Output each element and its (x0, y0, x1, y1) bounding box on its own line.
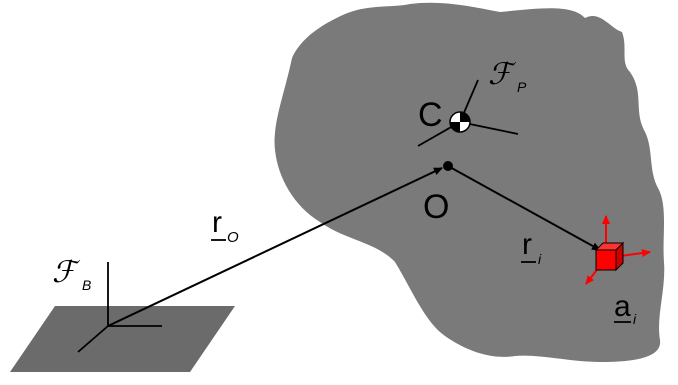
svg-text:a: a (614, 290, 631, 323)
label-centroid: C (418, 96, 443, 134)
label-vector-r-o: r O (211, 206, 239, 246)
svg-text:B: B (82, 277, 91, 293)
svg-text:i: i (538, 251, 542, 267)
svg-text:i: i (633, 311, 637, 327)
svg-text:r: r (212, 206, 222, 239)
label-base-frame: ℱ B (52, 255, 91, 293)
label-attachment-point: a i (614, 290, 637, 327)
vector-r-o (107, 167, 443, 327)
svg-text:ℱ: ℱ (52, 255, 81, 290)
label-origin: O (423, 188, 449, 226)
svg-text:P: P (517, 79, 527, 95)
vector-r-i (447, 165, 601, 251)
label-vector-r-i: r i (521, 228, 542, 267)
attachment-point-icon (585, 215, 651, 285)
svg-text:r: r (522, 228, 532, 261)
base-frame-axes (77, 262, 162, 353)
base-plate (10, 306, 235, 372)
platform-body (274, 2, 665, 363)
centroid-symbol (449, 111, 471, 133)
svg-text:O: O (227, 229, 239, 246)
